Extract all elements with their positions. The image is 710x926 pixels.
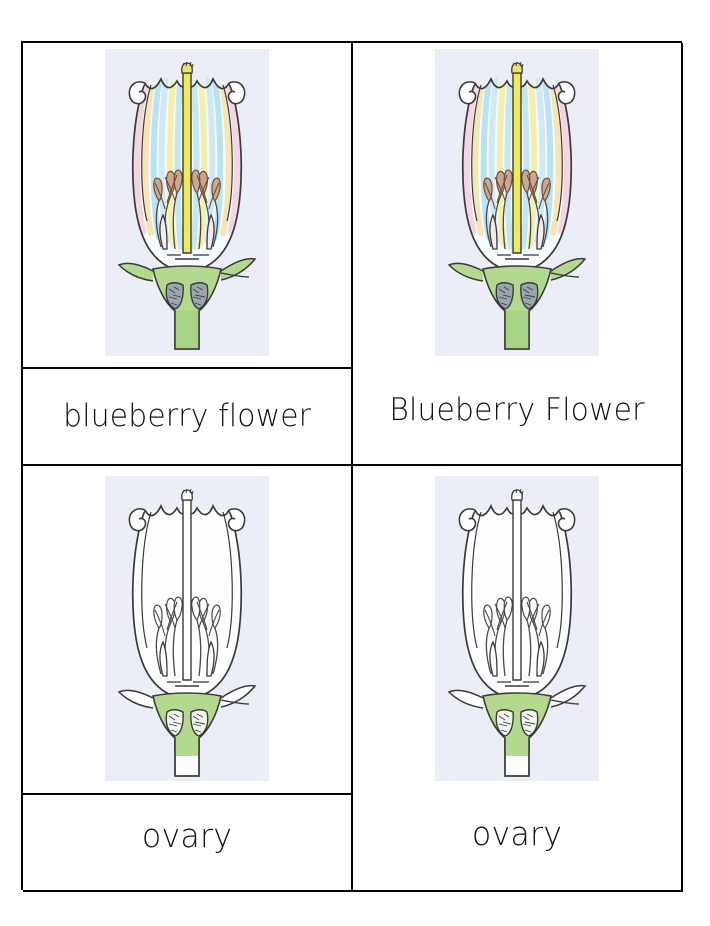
- label-text-ovary-right: ovary: [471, 814, 563, 854]
- label-text-blueberry-flower-titlecase: Blueberry Flower: [389, 392, 645, 429]
- card-ovary-picture[interactable]: ovary: [353, 466, 683, 892]
- card-grid: blueberry flower: [21, 41, 683, 892]
- label-text-blueberry-flower-lowercase: blueberry flower: [62, 398, 311, 435]
- blueberry-flower-colored-svg: [435, 49, 599, 356]
- scan-area: [435, 49, 599, 356]
- figure-blueberry-flower-colored: [23, 43, 351, 369]
- label-text-ovary-left: ovary: [141, 816, 233, 856]
- card-label: blueberry flower: [23, 369, 351, 464]
- blueberry-flower-ovary-svg: [435, 476, 599, 781]
- figure-blueberry-flower-ovary: [353, 466, 681, 791]
- nomenclature-card-sheet: blueberry flower: [21, 41, 683, 892]
- card-ovary-labeled[interactable]: ovary: [23, 466, 353, 892]
- card-label: Blueberry Flower: [353, 357, 681, 464]
- card-label: ovary: [23, 795, 351, 890]
- blueberry-flower-colored-svg: [105, 49, 269, 356]
- blueberry-flower-ovary-svg: [105, 476, 269, 781]
- figure-blueberry-flower-colored: [353, 43, 681, 357]
- scan-area: [435, 476, 599, 781]
- figure-blueberry-flower-ovary: [23, 466, 351, 795]
- scan-area: [105, 49, 269, 356]
- scan-area: [105, 476, 269, 781]
- card-label: ovary: [353, 791, 681, 890]
- card-blueberry-flower-lowercase[interactable]: blueberry flower: [23, 43, 353, 466]
- card-blueberry-flower-titlecase[interactable]: Blueberry Flower: [353, 43, 683, 466]
